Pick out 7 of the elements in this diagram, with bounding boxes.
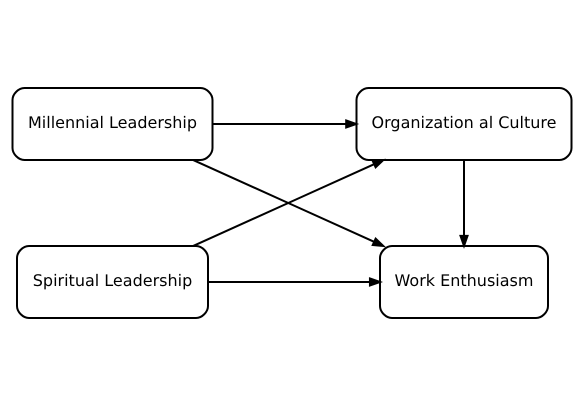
arrow (212, 118, 360, 128)
node-box: Spiritual Leadership (16, 244, 209, 318)
node-box: Work Enthusiasm (379, 244, 549, 318)
node-box: Millennial Leadership (12, 86, 214, 160)
arrow (208, 276, 383, 286)
arrow (459, 160, 469, 248)
node-box: Organization al Culture (356, 86, 572, 160)
